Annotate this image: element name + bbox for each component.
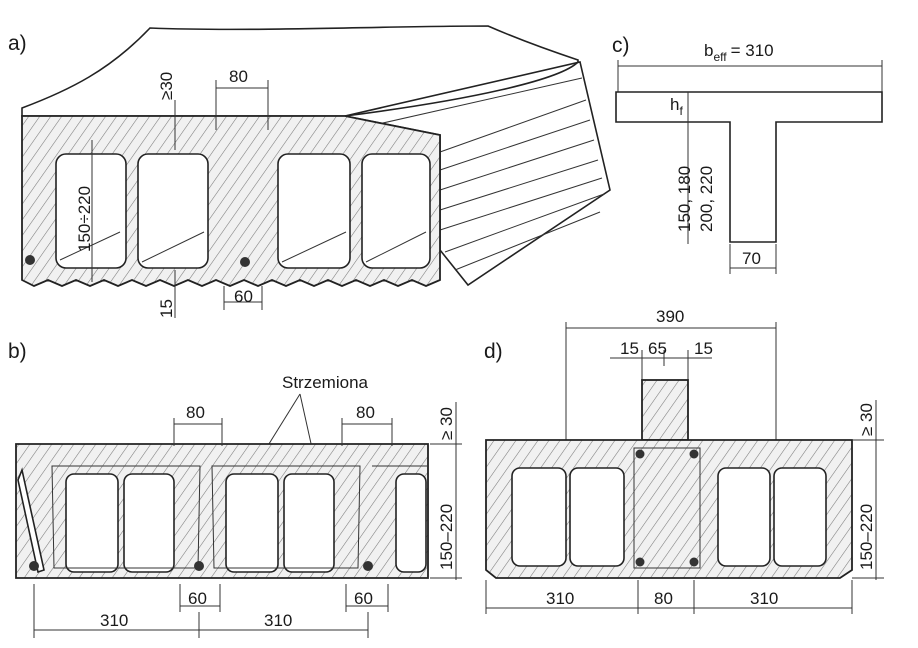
- panel-a-void-3: [277, 153, 351, 269]
- panel-d-dim-span-1: 310: [546, 589, 574, 608]
- panel-d-rebar-3: [635, 557, 645, 567]
- panel-d-tie-beam-stirrup: [633, 447, 701, 569]
- panel-d-dim-top-min: ≥ 30: [857, 403, 876, 436]
- panel-c-web: 70: [742, 249, 761, 268]
- panel-d-rebar-1: [635, 449, 645, 459]
- panel-d-void-1: [511, 467, 567, 567]
- panel-b-void-2: [123, 473, 175, 573]
- panel-b-dim-rib-bottom-2: 60: [354, 589, 373, 608]
- panel-b-rebar-2: [194, 561, 204, 571]
- panel-d-dim-gap: 80: [654, 589, 673, 608]
- panel-b-void-3: [225, 473, 279, 573]
- panel-a-rebar-2: [240, 257, 250, 267]
- panel-b-dim-rib-bottom-1: 60: [188, 589, 207, 608]
- panel-d-void-3: [717, 467, 771, 567]
- panel-b: b) Strzemiona 80 80 ≥ 30 150–220 60: [8, 340, 462, 638]
- panel-d-dim-right: 15: [694, 339, 713, 358]
- panel-a-void-hatch: [59, 231, 427, 263]
- panel-c: c) beff= 310 hf 150, 180 200, 220 70: [612, 34, 883, 274]
- panel-a-label: a): [8, 32, 27, 55]
- panel-c-height-1: 150, 180: [675, 166, 694, 232]
- panel-a-dim-bottom: 15: [157, 299, 176, 318]
- panel-d-rebar-4: [689, 557, 699, 567]
- panel-a-void-4: [361, 153, 431, 269]
- panel-d-dim-mid: 65: [648, 339, 667, 358]
- panel-b-void-5: [395, 473, 427, 573]
- panel-c-hf: hf: [670, 95, 683, 118]
- panel-d: d) 390 15 65 15 ≥ 30 150–220 310 80: [484, 307, 884, 614]
- panel-a-side-ribs: [351, 77, 605, 271]
- panel-b-dim-rib-top-2: 80: [356, 403, 375, 422]
- panel-d-dim-span-2: 310: [750, 589, 778, 608]
- panel-b-dim-span-1: 310: [100, 611, 128, 630]
- panel-b-stirrups-label: Strzemiona: [282, 373, 369, 392]
- panel-a: a) 80 ≥30 150÷220: [8, 25, 611, 318]
- panel-a-dim-top-min: ≥30: [157, 72, 176, 100]
- panel-d-void-2: [569, 467, 625, 567]
- panel-c-label: c): [612, 34, 630, 57]
- panel-b-dim-top-min: ≥ 30: [437, 407, 456, 440]
- panel-d-dim-overall: 390: [656, 307, 684, 326]
- panel-b-label: b): [8, 340, 27, 363]
- panel-b-void-1: [65, 473, 119, 573]
- panel-d-void-4: [773, 467, 827, 567]
- panel-c-t-section: [615, 91, 883, 243]
- panel-a-dim-rib-bottom: 60: [234, 287, 253, 306]
- panel-b-rebar-3: [363, 561, 373, 571]
- panel-b-dim-span-2: 310: [264, 611, 292, 630]
- panel-b-void-edge-left: [17, 467, 45, 574]
- panel-b-dim-rib-top-1: 80: [186, 403, 205, 422]
- panel-d-dim-left: 15: [620, 339, 639, 358]
- panel-c-height-2: 200, 220: [697, 166, 716, 232]
- panel-a-dim-rib-top: 80: [229, 67, 248, 86]
- panel-b-rebar-1: [29, 561, 39, 571]
- panel-a-rebar-1: [25, 255, 35, 265]
- panel-a-void-2: [137, 153, 209, 269]
- panel-a-dim-height: 150÷220: [75, 186, 94, 252]
- panel-d-rebar-2: [689, 449, 699, 459]
- panel-a-top-surface: [21, 25, 579, 117]
- panel-b-void-4: [283, 473, 335, 573]
- panel-d-label: d): [484, 340, 503, 363]
- panel-b-dim-height: 150–220: [437, 504, 456, 570]
- panel-d-dim-height: 150–220: [857, 504, 876, 570]
- panel-d-wall: [641, 379, 689, 441]
- panel-c-beff: beff= 310: [704, 41, 774, 64]
- panel-a-void-1: [55, 153, 127, 269]
